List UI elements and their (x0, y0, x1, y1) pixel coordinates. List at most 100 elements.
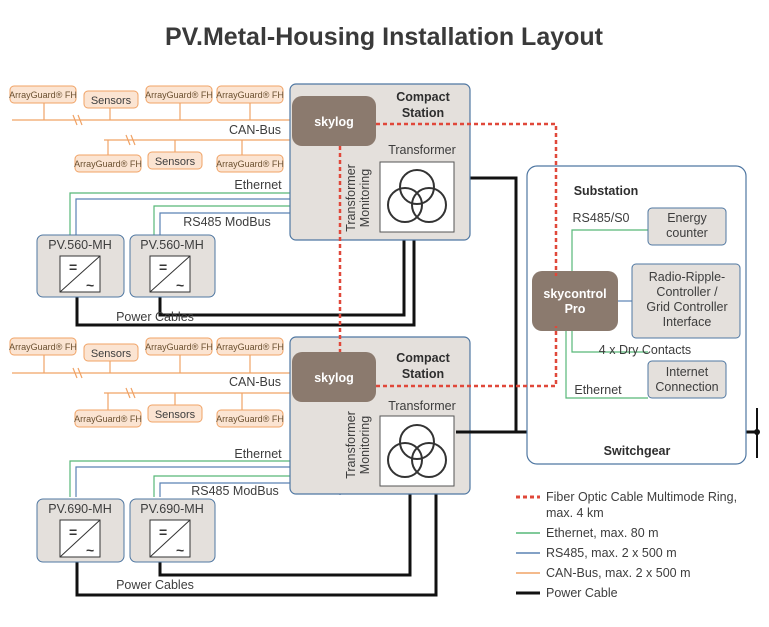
svg-text:~: ~ (176, 542, 184, 558)
svg-text:=: = (159, 259, 167, 275)
top-skylog-device (292, 96, 376, 146)
top-arrayguard-row: ArrayGuard® FH Sensors ArrayGuard® FH Ar… (9, 85, 284, 173)
svg-text:~: ~ (86, 277, 94, 293)
legend-ethernet: Ethernet, max. 80 m (546, 526, 659, 540)
internet-connection-box (647, 360, 727, 399)
top-sensors-2-label: Sensors (155, 156, 196, 168)
switchgear-label: Switchgear (604, 444, 671, 458)
top-arrayguard-5 (216, 154, 284, 173)
top-arrayguard-2-label: ArrayGuard® FH (145, 90, 213, 100)
svg-text:=: = (69, 259, 77, 275)
bottom-arrayguard-5-label: ArrayGuard® FH (216, 414, 284, 424)
top-inverter-2-label: PV.560-MH (140, 238, 203, 252)
top-arrayguard-1-label: ArrayGuard® FH (9, 90, 77, 100)
svg-text:=: = (159, 524, 167, 540)
bottom-ethernet-label: Ethernet (234, 447, 282, 461)
bottom-transformer-label: Transformer (388, 399, 456, 413)
bottom-arrayguard-1-label: ArrayGuard® FH (9, 342, 77, 352)
top-rs485-label: RS485 ModBus (183, 215, 271, 229)
bottom-inverter-2-label: PV.690-MH (140, 502, 203, 516)
bottom-sensors-1-label: Sensors (91, 348, 132, 360)
bottom-arrayguard-5 (216, 409, 284, 428)
bottom-skylog-label: skylog (314, 371, 354, 385)
top-skylog-label: skylog (314, 115, 354, 129)
radio-ripple-box (631, 263, 741, 339)
top-canbus-wiring (12, 103, 301, 155)
busbar-node (754, 429, 760, 435)
bottom-rs485-label: RS485 ModBus (191, 484, 279, 498)
dry-contacts-label: 4 x Dry Contacts (599, 343, 691, 357)
top-sensors-1-label: Sensors (91, 95, 132, 107)
svg-text:~: ~ (86, 542, 94, 558)
bottom-power-cables (75, 490, 438, 597)
top-power-cables (75, 176, 518, 432)
bottom-inverter-1-label: PV.690-MH (48, 502, 111, 516)
legend-fiber-line2: max. 4 km (546, 506, 604, 520)
top-transformer-icon (387, 169, 447, 223)
legend-fiber-line1: Fiber Optic Cable Multimode Ring, (546, 490, 737, 504)
bottom-arrayguard-4-label: ArrayGuard® FH (74, 414, 142, 424)
top-transformer-monitoring-label: Transformer (344, 164, 358, 232)
bottom-arrayguard-2 (145, 337, 213, 356)
legend-canbus: CAN-Bus, max. 2 x 500 m (546, 566, 691, 580)
top-power-cables-label: Power Cables (116, 310, 194, 324)
legend: Fiber Optic Cable Multimode Ring, max. 4… (516, 490, 737, 600)
bottom-transformer-icon (387, 424, 447, 478)
bottom-arrayguard-row: ArrayGuard® FH Sensors ArrayGuard® FH Ar… (9, 337, 284, 428)
bottom-transformer-box (379, 415, 455, 487)
rs485-s0-label: RS485/S0 (573, 211, 630, 225)
top-transformer-label: Transformer (388, 143, 456, 157)
top-inverter-2: PV.560-MH = ~ (129, 234, 216, 298)
top-ethernet-label: Ethernet (234, 178, 282, 192)
bottom-canbus-label: CAN-Bus (229, 375, 281, 389)
bottom-arrayguard-1 (9, 337, 77, 356)
bottom-power-cables-label: Power Cables (116, 578, 194, 592)
top-arrayguard-2 (145, 85, 213, 104)
bottom-arrayguard-3-label: ArrayGuard® FH (216, 342, 284, 352)
bottom-sensors-2-label: Sensors (155, 409, 196, 421)
legend-rs485: RS485, max. 2 x 500 m (546, 546, 677, 560)
top-arrayguard-4-label: ArrayGuard® FH (74, 159, 142, 169)
bottom-sensors-1 (83, 343, 139, 362)
top-transformer-monitoring-label-2: Monitoring (358, 169, 372, 227)
bottom-transformer-monitoring-label: Transformer (344, 411, 358, 479)
bottom-inverter-2: PV.690-MH = ~ (129, 498, 216, 563)
bottom-arrayguard-2-label: ArrayGuard® FH (145, 342, 213, 352)
legend-power: Power Cable (546, 586, 618, 600)
top-sensors-2 (147, 151, 203, 170)
top-canbus-label: CAN-Bus (229, 123, 281, 137)
top-arrayguard-3-label: ArrayGuard® FH (216, 90, 284, 100)
top-arrayguard-1 (9, 85, 77, 104)
top-sensors-1 (83, 90, 139, 109)
top-arrayguard-4 (74, 154, 142, 173)
top-inverter-1-label: PV.560-MH (48, 238, 111, 252)
top-arrayguard-5-label: ArrayGuard® FH (216, 159, 284, 169)
bottom-arrayguard-4 (74, 409, 142, 428)
substation-title: Substation (574, 184, 639, 198)
bottom-transformer-monitoring-label-2: Monitoring (358, 416, 372, 474)
svg-text:=: = (69, 524, 77, 540)
skycontrol-device (532, 271, 618, 331)
top-inverter-1: PV.560-MH = ~ (36, 234, 125, 298)
bottom-sensors-2 (147, 404, 203, 423)
substation-ethernet-label: Ethernet (574, 383, 622, 397)
svg-text:~: ~ (176, 277, 184, 293)
diagram-title: PV.Metal-Housing Installation Layout (165, 23, 604, 51)
bottom-skylog-device (292, 352, 376, 402)
bottom-arrayguard-3 (216, 337, 284, 356)
substation-wiring (565, 229, 648, 399)
radio-ripple-label: Radio-Ripple-Controller /Grid Controller… (646, 270, 727, 329)
top-transformer-box (379, 161, 455, 233)
top-arrayguard-3 (216, 85, 284, 104)
energy-counter-box (647, 207, 727, 246)
fiber-optic-ring (338, 122, 558, 388)
